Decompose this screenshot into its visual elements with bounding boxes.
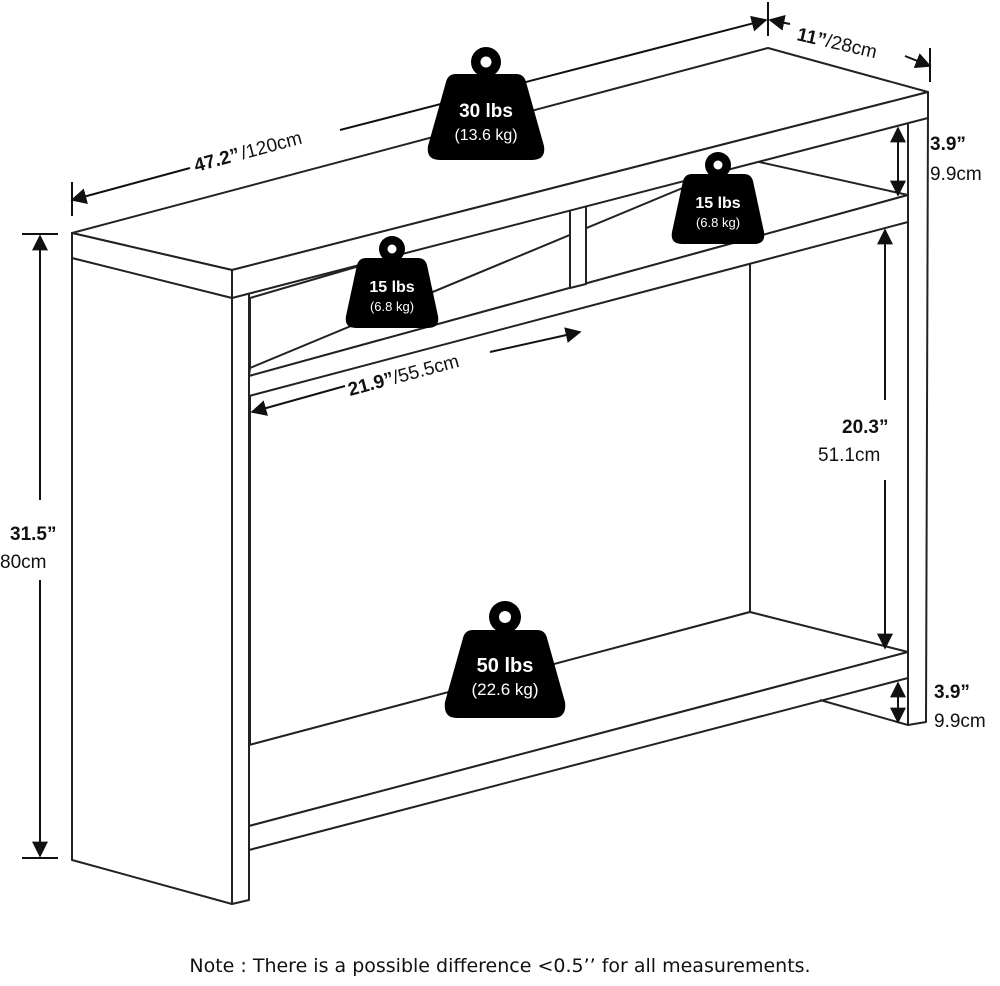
weight-body <box>427 74 545 160</box>
bottom-rail-line <box>819 699 909 726</box>
dimension-lines <box>22 2 932 859</box>
middle-gap-label: 20.3” 51.1cm <box>818 417 888 466</box>
weight-right-main: 15 lbs <box>695 195 740 212</box>
weight-icon-bottom: 50 lbs (22.6 kg) <box>444 601 566 718</box>
depth-label: 11”/28cm <box>795 24 879 63</box>
width-imperial: 47.2” <box>192 145 242 177</box>
depth-arrow-right <box>904 53 932 69</box>
bottom-gap-metric: 9.9cm <box>934 711 986 732</box>
top-gap-metric: 9.9cm <box>930 164 982 185</box>
height-metric: 80cm <box>0 552 46 573</box>
left-leg-side <box>71 257 233 905</box>
width-arrow-right <box>339 15 768 131</box>
weight-bottom-sub: (22.6 kg) <box>471 680 538 699</box>
left-leg-front <box>231 291 250 905</box>
weight-bottom-main: 50 lbs <box>477 655 534 677</box>
width-arrow-left <box>70 167 191 204</box>
weight-top-main: 30 lbs <box>459 101 513 122</box>
height-label: 31.5” 80cm <box>0 524 56 573</box>
svg-text:11”/28cm: 11”/28cm <box>795 24 879 63</box>
depth-imperial: 11” <box>795 24 829 51</box>
weight-handle-hole <box>713 160 723 170</box>
weight-icon-right-cubby: 15 lbs (6.8 kg) <box>671 152 765 244</box>
tabletop-side-edge <box>71 232 233 299</box>
weight-body <box>345 258 439 328</box>
weight-right-sub: (6.8 kg) <box>696 215 740 230</box>
svg-text:47.2”/120cm: 47.2”/120cm <box>192 128 304 177</box>
weight-left-sub: (6.8 kg) <box>370 299 414 314</box>
top-gap-imperial: 3.9” <box>930 134 966 155</box>
right-leg <box>907 107 929 726</box>
shelf-width-arrow-left <box>250 385 346 416</box>
weight-left-main: 15 lbs <box>369 279 414 296</box>
depth-metric: /28cm <box>824 31 879 63</box>
middle-gap-metric: 51.1cm <box>818 445 880 466</box>
height-imperial: 31.5” <box>10 524 56 545</box>
measurement-note: Note : There is a possible difference <0… <box>189 955 811 977</box>
cubby-divider <box>569 203 587 289</box>
width-metric: /120cm <box>239 128 305 164</box>
shelf-width-arrow-right <box>489 327 582 353</box>
weight-handle-hole <box>387 244 397 254</box>
weight-icon-left-cubby: 15 lbs (6.8 kg) <box>345 236 439 328</box>
bottom-gap-imperial: 3.9” <box>934 682 970 703</box>
console-table-drawing <box>71 47 929 905</box>
depth-arrow-left <box>768 14 791 31</box>
weight-icon-top: 30 lbs (13.6 kg) <box>427 47 545 160</box>
top-gap-label: 3.9” 9.9cm <box>930 134 982 185</box>
weight-handle-hole <box>499 611 511 623</box>
weight-top-sub: (13.6 kg) <box>454 127 517 144</box>
weight-body <box>444 630 566 718</box>
bottom-gap-label: 3.9” 9.9cm <box>934 682 986 732</box>
weight-handle-hole <box>480 56 492 68</box>
middle-gap-imperial: 20.3” <box>842 417 888 438</box>
weight-body <box>671 174 765 244</box>
width-label: 47.2”/120cm <box>192 128 304 177</box>
